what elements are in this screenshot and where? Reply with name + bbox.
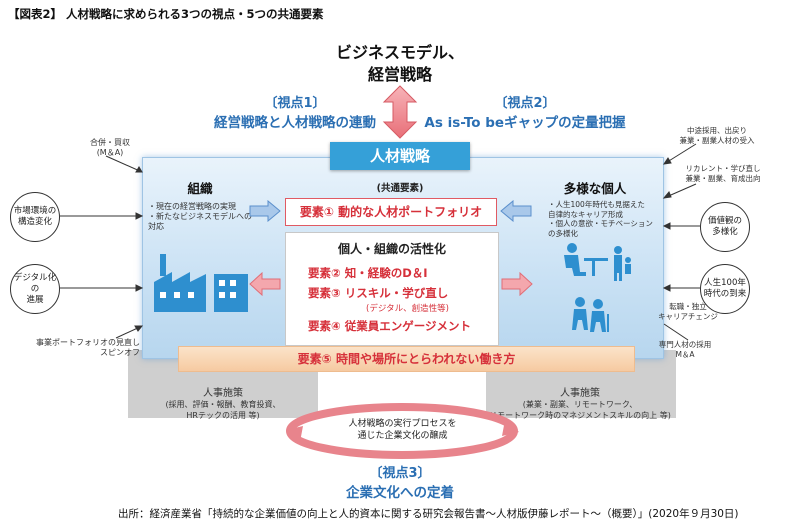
100-year-life-circle: 人生100年 時代の到来	[700, 264, 750, 314]
viewpoint-1-number: 〔視点1〕	[264, 96, 326, 111]
cycle-line1: 人材戦略の実行プロセスを	[348, 419, 457, 429]
right-connector-lines	[662, 143, 700, 341]
viewpoint-2-number: 〔視点2〕	[494, 96, 556, 111]
org-title: 組織	[187, 181, 213, 196]
viewpoint-2-text: As is-To beギャップの定量把握	[424, 115, 626, 131]
business-model-heading: ビジネスモデル、 経営戦略	[300, 42, 500, 86]
arrow-left-icon	[500, 200, 532, 222]
viewpoint-1: 〔視点1〕 経営戦略と人材戦略の連動	[190, 92, 400, 131]
hr-left: 人事施策 (採用、評価・報酬、教育投資、 HRテックの活用 等)	[128, 384, 318, 421]
cycle-line2: 通じた企業文化の醸成	[357, 431, 448, 441]
right-note-3: 転職・独立 キャリアチェンジ	[658, 302, 718, 321]
org-bullet-3: 対応	[148, 222, 164, 231]
diverse-bullet-2: 自律的なキャリア形成	[548, 209, 623, 219]
diverse-bullet-4: の多様化	[548, 228, 578, 238]
element-4: 要素④ 従業員エンゲージメント	[308, 319, 472, 333]
hr-right-line2: リモートワーク時のマネジメントスキルの向上 等)	[489, 411, 671, 420]
activation-box: 個人・組織の活性化 要素② 知・経験のD＆I 要素③ リスキル・学び直し (デジ…	[285, 232, 499, 346]
viewpoint-2: 〔視点2〕 As is-To beギャップの定量把握	[420, 92, 630, 131]
org-bullet-2: ・新たなビジネスモデルへの	[148, 212, 252, 221]
factory-icon	[154, 254, 248, 312]
hr-right-title: 人事施策	[560, 388, 600, 399]
diverse-bullet-3: ・個人の意欲・モチベーション	[548, 219, 653, 228]
pink-arrow-left-icon	[249, 272, 281, 296]
hr-right-line1: (兼業・副業、リモートワーク、	[522, 400, 638, 409]
vertical-double-arrow	[382, 85, 418, 139]
pink-arrow-right-icon	[501, 272, 533, 296]
viewpoint-1-text: 経営戦略と人材戦略の連動	[214, 115, 376, 131]
center-title: 人材戦略	[330, 142, 470, 170]
hr-left-title: 人事施策	[203, 388, 243, 399]
viewpoint-3-number: 〔視点3〕	[369, 466, 431, 481]
viewpoint-3-text: 企業文化への定着	[346, 485, 454, 501]
hr-right: 人事施策 (兼業・副業、リモートワーク、 リモートワーク時のマネジメントスキルの…	[480, 384, 680, 421]
business-model-line1: ビジネスモデル、	[335, 43, 464, 62]
ma-note: 合併・買収 (M＆A)	[90, 138, 130, 157]
element-5-flexible-work: 要素⑤ 時間や場所にとらわれない働き方	[178, 346, 635, 372]
business-model-line2: 経営戦略	[367, 65, 432, 84]
viewpoint-3: 〔視点3〕 企業文化への定着	[300, 462, 500, 501]
portfolio-note: 事業ポートフォリオの見直し スピンオフ	[36, 338, 140, 357]
diverse-title: 多様な個人	[563, 181, 627, 196]
org-bullet-1: ・現在の経営戦略の実現	[148, 202, 236, 211]
left-connector-lines	[60, 155, 144, 339]
element-1-dynamic-portfolio: 要素① 動的な人材ポートフォリオ	[285, 198, 497, 226]
org-bullets: ・現在の経営戦略の実現 ・新たなビジネスモデルへの 対応	[148, 202, 268, 232]
element-2: 要素② 知・経験のD＆I	[308, 266, 428, 280]
common-elements-label: (共通要素)	[376, 183, 424, 194]
activation-title: 個人・組織の活性化	[337, 242, 446, 256]
market-change-circle: 市場環境の 構造変化	[10, 192, 60, 242]
people-icon	[564, 243, 631, 332]
hr-left-line1: (採用、評価・報酬、教育投資、	[165, 400, 281, 409]
figure-title: 【図表2】 人材戦略に求められる3つの視点・5つの共通要素	[8, 7, 324, 21]
values-diversification-circle: 価値観の 多様化	[700, 202, 750, 252]
right-note-2: リカレント・学び直し 兼業・副業、育成出向	[685, 164, 761, 183]
right-note-1: 中途採用、出戻り 兼業・副業人材の受入	[679, 126, 755, 145]
cycle-text: 人材戦略の実行プロセスを 通じた企業文化の醸成	[310, 418, 495, 442]
diverse-bullet-1: ・人生100年時代も見据えた	[548, 200, 645, 209]
hr-left-line2: HRテックの活用 等)	[186, 411, 260, 420]
culture-cycle-arrow	[286, 403, 519, 459]
source-caption: 出所：経済産業省「持続的な企業価値の向上と人的資本に関する研究会報告書〜人材版伊…	[118, 508, 739, 520]
diverse-bullets: ・人生100年時代も見据えた 自律的なキャリア形成 ・個人の意欲・モチベーション…	[548, 200, 660, 238]
element-3: 要素③ リスキル・学び直し	[308, 286, 449, 300]
arrow-right-icon	[249, 200, 281, 222]
element-3-sub: (デジタル、創造性等)	[366, 304, 449, 314]
digitalization-circle: デジタル化の 進展	[10, 264, 60, 314]
right-note-4: 専門人材の採用 M＆A	[658, 340, 712, 359]
